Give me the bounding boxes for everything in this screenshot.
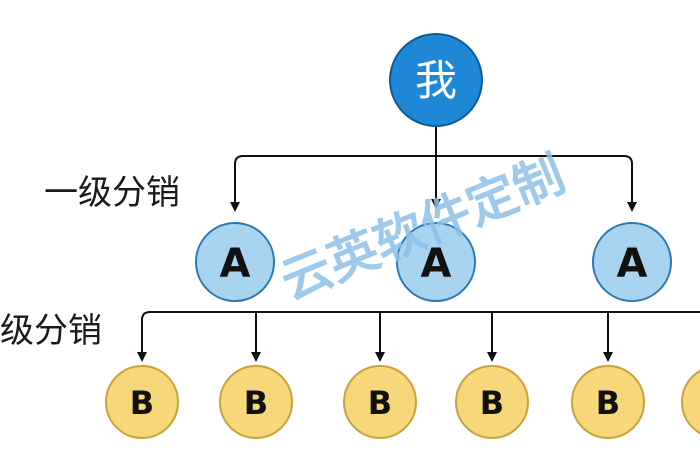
level1-node-label: A: [421, 241, 452, 287]
level2-node: B: [105, 365, 179, 439]
level2-nodes: B B B B B B: [105, 365, 700, 439]
level2-node: B: [455, 365, 529, 439]
level1-node-label: A: [220, 241, 251, 287]
level2-node-label: B: [244, 384, 268, 422]
level2-node-label: B: [368, 384, 392, 422]
root-node: 我: [389, 33, 483, 127]
level2-node-label: B: [596, 384, 620, 422]
level1-bracket: [234, 155, 633, 207]
level2-caption: 级分销: [0, 311, 102, 351]
level2-connectors: [137, 311, 700, 362]
root-node-label: 我: [415, 56, 457, 105]
level2-node: B: [571, 365, 645, 439]
level2-bracket: [141, 311, 700, 357]
level2-node: B: [681, 369, 700, 435]
root-node-circle: [389, 33, 483, 127]
level1-node: A: [592, 222, 672, 302]
level1-caption: 一级分销: [44, 173, 180, 213]
level1-nodes: A A A: [195, 222, 672, 302]
level2-node-label: B: [130, 384, 154, 422]
level2-node-label: B: [480, 384, 504, 422]
root-connectors: [230, 127, 637, 212]
level1-node: A: [195, 222, 275, 302]
level1-node: A: [396, 222, 476, 302]
level2-node: B: [343, 365, 417, 439]
level1-node-label: A: [617, 241, 648, 287]
level2-node: B: [219, 365, 293, 439]
